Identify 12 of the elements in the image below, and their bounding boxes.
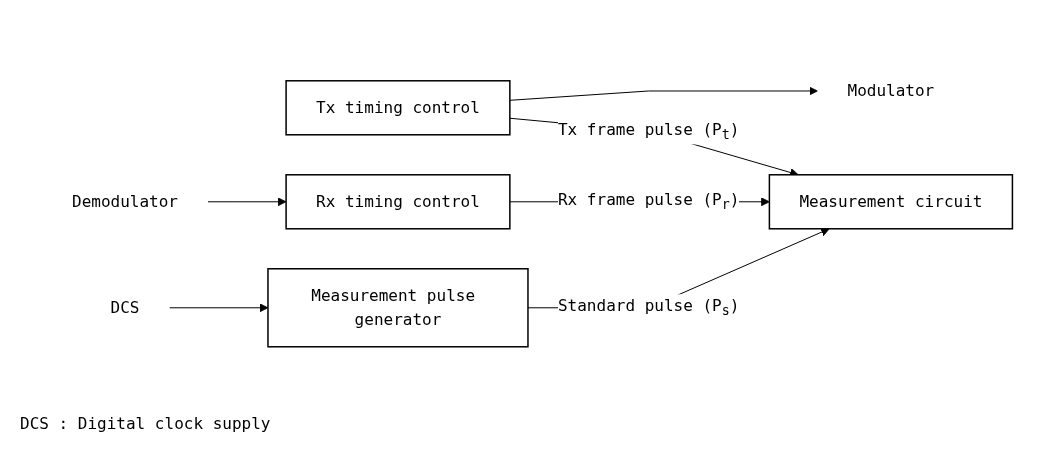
node-text: Modulator <box>847 80 935 100</box>
edge-label: Rx frame pulse (P$_{r}$) <box>557 189 740 212</box>
node-text: DCS <box>110 297 140 317</box>
node-box: Tx timing control <box>285 79 511 136</box>
node-box: Measurement pulse generator <box>267 267 529 348</box>
edge-label: Standard pulse (P$_{s}$) <box>557 295 740 318</box>
node-box: Measurement circuit <box>768 173 1013 230</box>
node-text: Demodulator <box>71 191 178 211</box>
note-text: DCS : Digital clock supply <box>20 414 272 433</box>
node-box: Rx timing control <box>285 173 511 230</box>
edge-label: Tx frame pulse (P$_{t}$) <box>557 119 740 142</box>
arrow <box>509 86 818 101</box>
